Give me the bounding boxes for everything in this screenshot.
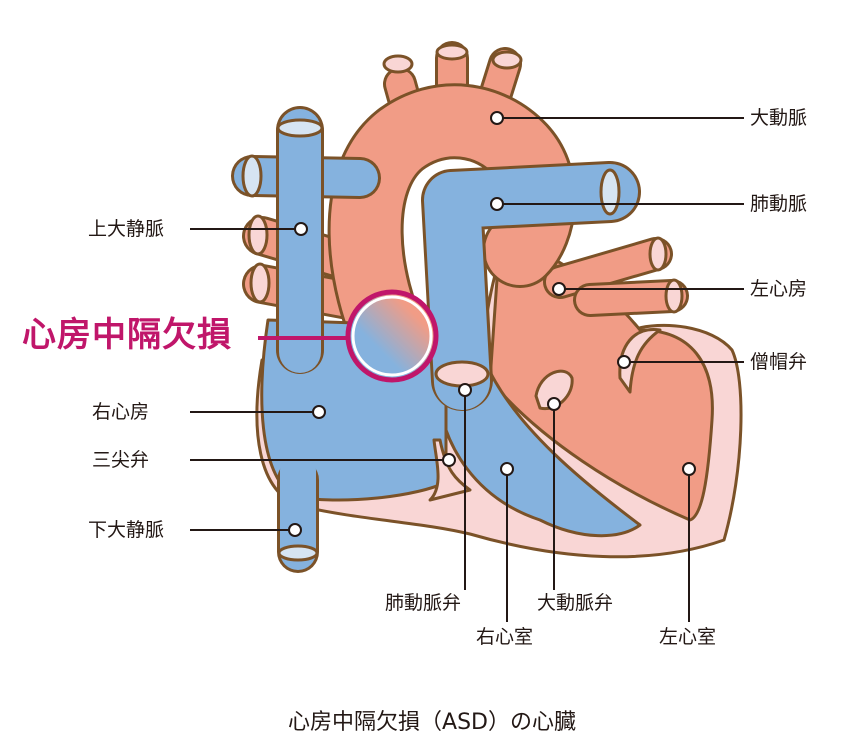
label-left-atrium: 左心房 — [750, 278, 808, 300]
label-pulmonary-valve: 肺動脈弁 — [385, 592, 462, 614]
label-aorta: 大動脈 — [750, 107, 808, 129]
label-svc: 上大静脈 — [88, 218, 165, 240]
label-right-ventricle: 右心室 — [476, 626, 534, 648]
marker-dots — [288, 111, 696, 537]
asd-highlight-circle — [345, 289, 439, 383]
right-ventricle — [434, 370, 642, 538]
diagram-caption: 心房中隔欠損（ASD）の心臓 — [288, 710, 576, 735]
leader-lines — [190, 117, 744, 622]
mitral-valve-shape — [618, 328, 662, 394]
label-mitral-valve: 僧帽弁 — [750, 351, 808, 373]
pulmonary-valve-shape — [434, 360, 490, 388]
label-right-atrium: 右心房 — [92, 401, 150, 423]
label-tricuspid-valve: 三尖弁 — [92, 449, 150, 471]
label-left-ventricle: 左心室 — [659, 626, 717, 648]
pulmonary-veins-right — [543, 236, 689, 317]
label-aortic-valve: 大動脈弁 — [537, 592, 614, 614]
label-pulmonary-artery: 肺動脈 — [750, 193, 808, 215]
inferior-vena-cava — [277, 452, 319, 573]
superior-vena-cava — [276, 106, 324, 374]
asd-label: 心房中隔欠損 — [22, 315, 232, 355]
label-ivc: 下大静脈 — [88, 519, 165, 541]
pulmonary-artery — [421, 161, 641, 411]
